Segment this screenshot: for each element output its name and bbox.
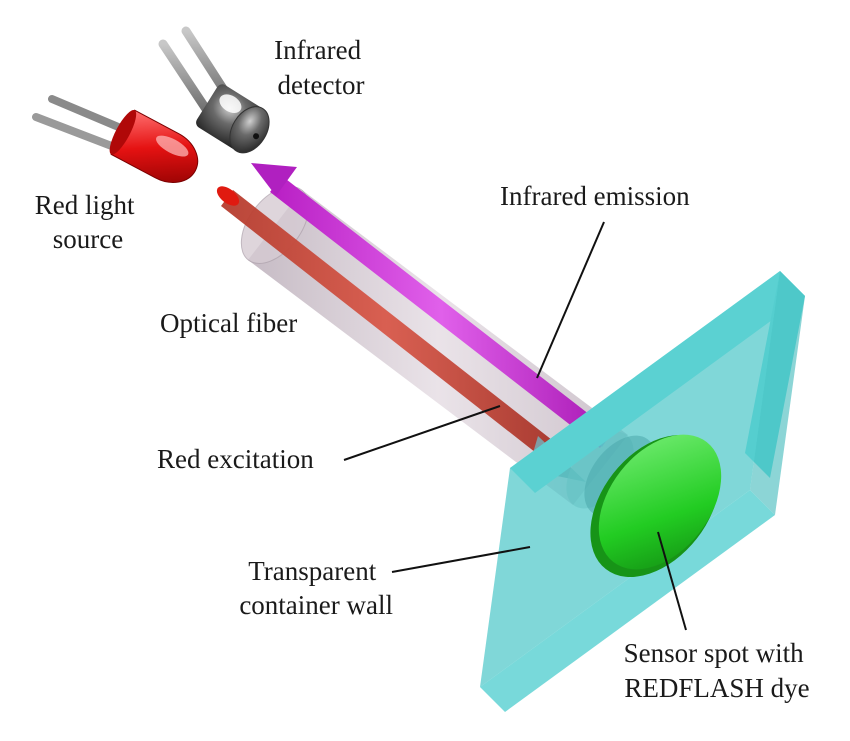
detector-pin-1: [158, 39, 213, 117]
label-optical-fiber: Optical fiber: [160, 308, 297, 338]
label-infrared-emission: Infrared emission: [500, 181, 690, 211]
leader-lines: [343, 221, 687, 631]
leader-container-wall: [391, 546, 531, 573]
sensor-spot: [590, 434, 722, 577]
label-infrared-detector: Infrared detector: [274, 35, 368, 100]
leader-sensor-spot: [657, 531, 687, 631]
label-red-light-source: Red light source: [35, 190, 142, 254]
detector-lens: [229, 106, 270, 154]
infrared-emission-arrowhead: [251, 163, 297, 196]
label-sensor-spot: Sensor spot with REDFLASH dye: [624, 638, 811, 703]
red-light-source: [32, 95, 199, 183]
detector-aperture: [253, 133, 260, 140]
label-red-excitation: Red excitation: [157, 444, 314, 474]
container-wall-bottom-edge: [480, 490, 775, 712]
labels: Infrared detector Red light source Infra…: [35, 35, 811, 703]
detector-highlight: [219, 94, 242, 113]
red-led-highlight: [155, 135, 189, 157]
red-led-base: [109, 109, 137, 155]
container-wall-edge: [750, 271, 805, 515]
red-excitation-start: [216, 186, 240, 206]
sensor-spot-face: [598, 434, 722, 570]
label-container-wall: Transparent container wall: [239, 556, 393, 620]
red-led-body: [110, 109, 199, 183]
red-led-pin-2: [32, 113, 126, 154]
leader-red-excitation: [343, 405, 501, 461]
infrared-emission-beam: [270, 176, 612, 448]
infrared-detector: [158, 26, 270, 154]
red-excitation-beam: [221, 190, 552, 456]
leader-infrared-emission: [536, 221, 605, 379]
